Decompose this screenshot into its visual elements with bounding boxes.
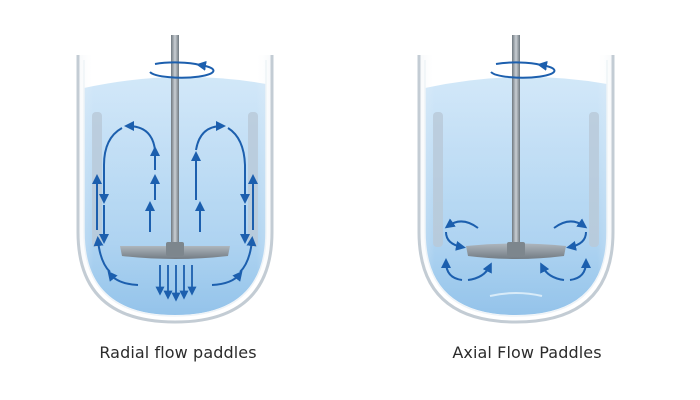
shaft xyxy=(171,35,179,250)
caption-axial: Axial Flow Paddles xyxy=(452,343,602,362)
downward-flow-arrows xyxy=(155,265,197,302)
caption-radial: Radial flow paddles xyxy=(99,343,257,362)
axial-circulation-arrows xyxy=(441,218,591,281)
axial-vessel xyxy=(417,35,615,324)
rotation-arrow-icon xyxy=(490,60,556,79)
rotation-arrow-icon xyxy=(149,60,215,79)
radial-circulation-arrows xyxy=(92,121,258,286)
shaft xyxy=(512,35,520,250)
radial-vessel xyxy=(76,35,274,324)
